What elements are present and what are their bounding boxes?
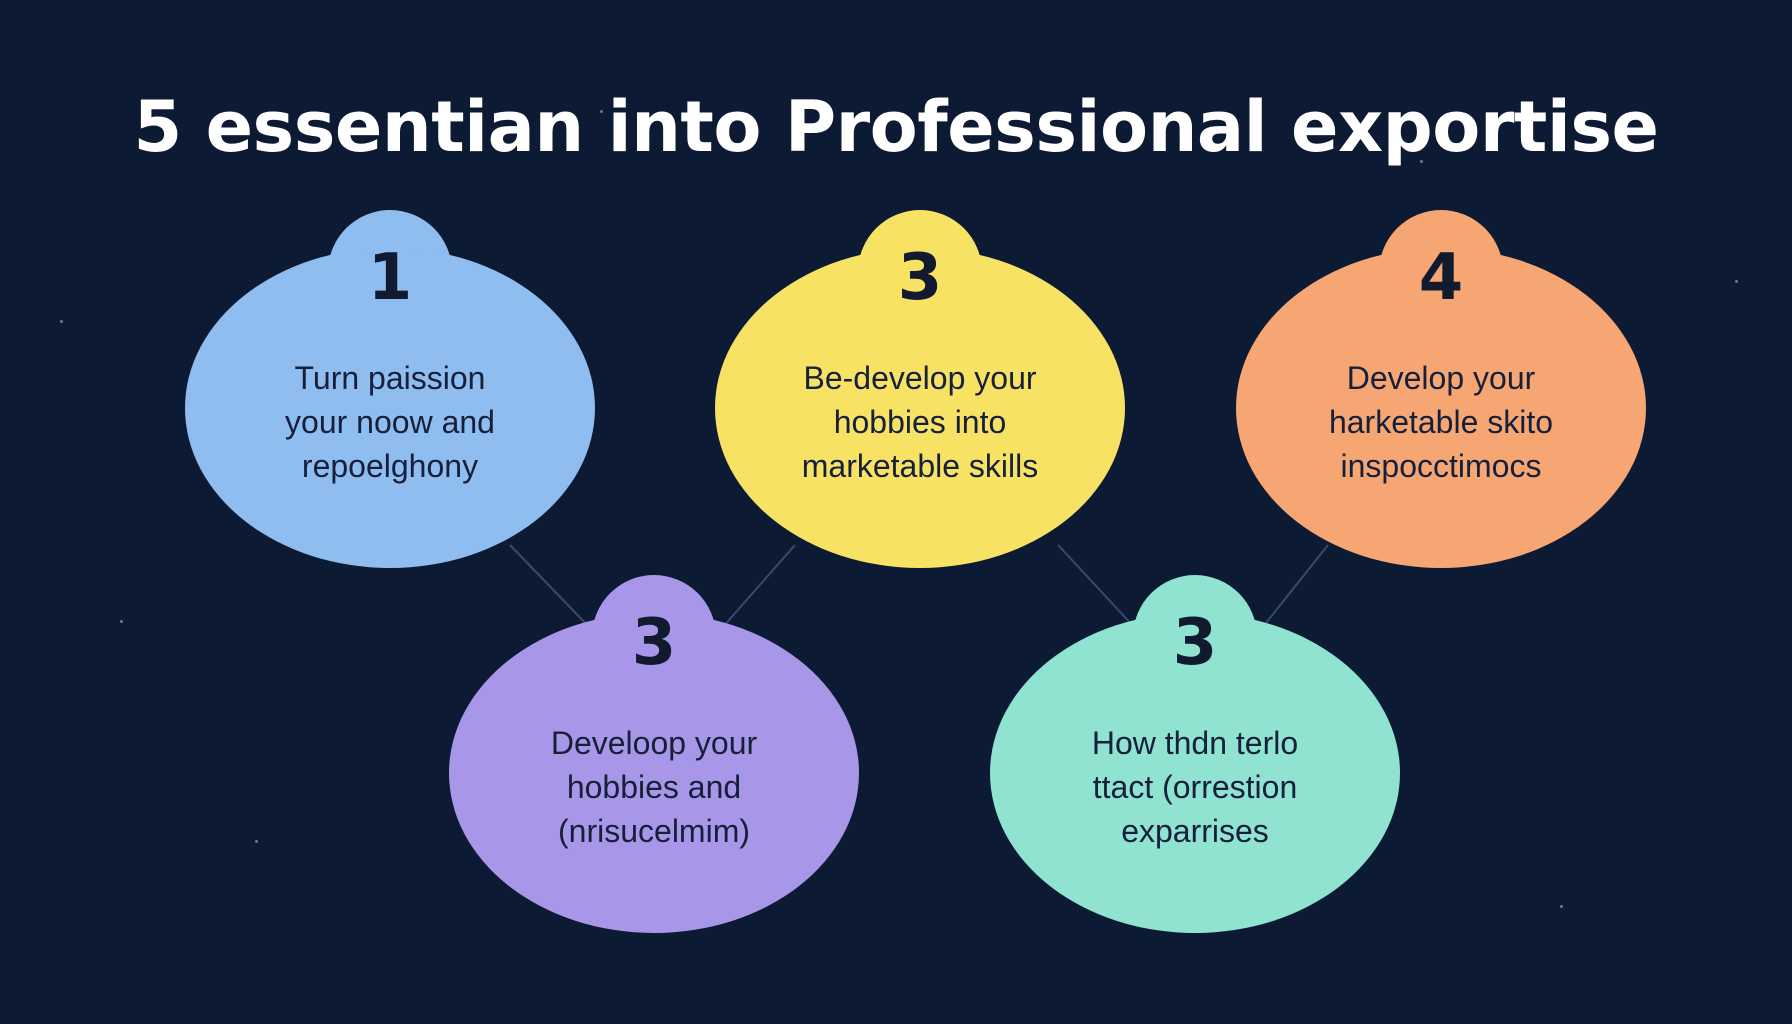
- step-text-line: Develoop your: [550, 725, 758, 761]
- connector-3-to-lower-2: [1261, 544, 1329, 629]
- card-shape: [990, 575, 1400, 933]
- connector-2-to-lower-2: [1057, 544, 1136, 629]
- step-text-line: repoelghony: [301, 448, 479, 484]
- star-dot: [1420, 160, 1423, 163]
- step-text-line: How thdn terlo: [1091, 725, 1299, 761]
- step-card-2: 3 Be-develop your hobbies into marketabl…: [715, 210, 1125, 570]
- step-text-line: Develop your: [1346, 360, 1536, 396]
- card-shape: [1236, 210, 1646, 568]
- step-description: Develoop your hobbies and (nrisucelmim): [489, 721, 819, 853]
- step-text-line: hobbies into: [833, 404, 1007, 440]
- step-description: Be-develop your hobbies into marketable …: [755, 356, 1085, 488]
- connector-2-to-lower-1: [721, 544, 796, 629]
- step-text-line: Be-develop your: [803, 360, 1037, 396]
- star-dot: [1560, 905, 1563, 908]
- step-card-3: 4 Develop your harketable skito inspocct…: [1236, 210, 1646, 570]
- star-dot: [60, 320, 63, 323]
- step-text-line: (nrisucelmim): [558, 813, 750, 849]
- step-text-line: marketable skills: [801, 448, 1039, 484]
- star-dot: [600, 110, 603, 113]
- step-text-line: your noow and: [285, 404, 495, 440]
- card-shape: [715, 210, 1125, 568]
- infographic-title: 5 essentian into Professional exportise: [133, 86, 1659, 168]
- step-number: 3: [1172, 606, 1218, 680]
- step-card-1: 1 Turn paission your noow and repoelghon…: [185, 210, 595, 570]
- step-description: Develop your harketable skito inspocctim…: [1276, 356, 1606, 488]
- step-number: 4: [1418, 241, 1464, 315]
- star-dot: [1735, 280, 1738, 283]
- step-text-line: harketable skito: [1328, 404, 1554, 440]
- step-text-line: hobbies and: [566, 769, 742, 805]
- step-card-4: 3 Develoop your hobbies and (nrisucelmim…: [449, 575, 859, 935]
- step-card-5: 3 How thdn terlo ttact (orrestion exparr…: [990, 575, 1400, 935]
- connector-1-to-lower-1: [509, 544, 591, 629]
- step-text-line: inspocctimocs: [1340, 448, 1542, 484]
- step-text-line: ttact (orrestion: [1092, 769, 1298, 805]
- star-dot: [120, 620, 123, 623]
- step-number: 1: [367, 241, 413, 315]
- card-shape: [449, 575, 859, 933]
- step-description: How thdn terlo ttact (orrestion exparris…: [1030, 721, 1360, 853]
- step-text-line: Turn paission: [294, 360, 486, 396]
- step-number: 3: [631, 606, 677, 680]
- step-text-line: exparrises: [1121, 813, 1269, 849]
- step-description: Turn paission your noow and repoelghony: [225, 356, 555, 488]
- step-number: 3: [897, 241, 943, 315]
- card-shape: [185, 210, 595, 568]
- star-dot: [255, 840, 258, 843]
